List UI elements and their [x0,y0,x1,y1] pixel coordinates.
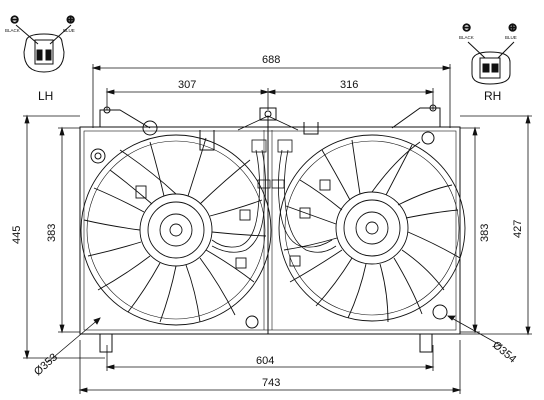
shroud-frame [79,104,461,353]
left-connector: ⊖ ⊕ BLACK BLUE [5,14,76,73]
lh-label: LH [38,89,53,103]
right-plus-wire-label: BLUE [505,35,517,40]
right-minus-wire-label: BLACK [459,35,474,40]
dim-left-span: 307 [178,79,196,91]
dim-right-fan-diameter: Ø354 [490,339,518,365]
left-plus-wire-label: BLUE [63,28,75,33]
right-plus-symbol: ⊕ [508,22,517,34]
dim-right-height-outer: 427 [512,220,524,238]
wiring-harness [211,115,337,253]
dim-left-height-inner: 383 [46,224,58,242]
left-plus-symbol: ⊕ [66,14,75,26]
dim-bottom-mount: 604 [256,355,274,367]
dim-right-height-inner: 383 [479,224,491,242]
dim-bottom-overall: 743 [262,377,280,389]
dim-overall-width: 688 [262,54,280,66]
right-connector: ⊖ ⊕ BLACK BLUE [459,22,518,85]
right-minus-symbol: ⊖ [462,22,471,34]
rh-label: RH [484,89,501,103]
left-minus-symbol: ⊖ [10,14,19,26]
dim-right-span: 316 [340,79,358,91]
dimension-lines [23,64,532,394]
dim-left-height-outer: 445 [11,226,23,244]
left-minus-wire-label: BLACK [5,28,20,33]
left-fan [80,134,272,326]
right-fan [278,134,466,323]
